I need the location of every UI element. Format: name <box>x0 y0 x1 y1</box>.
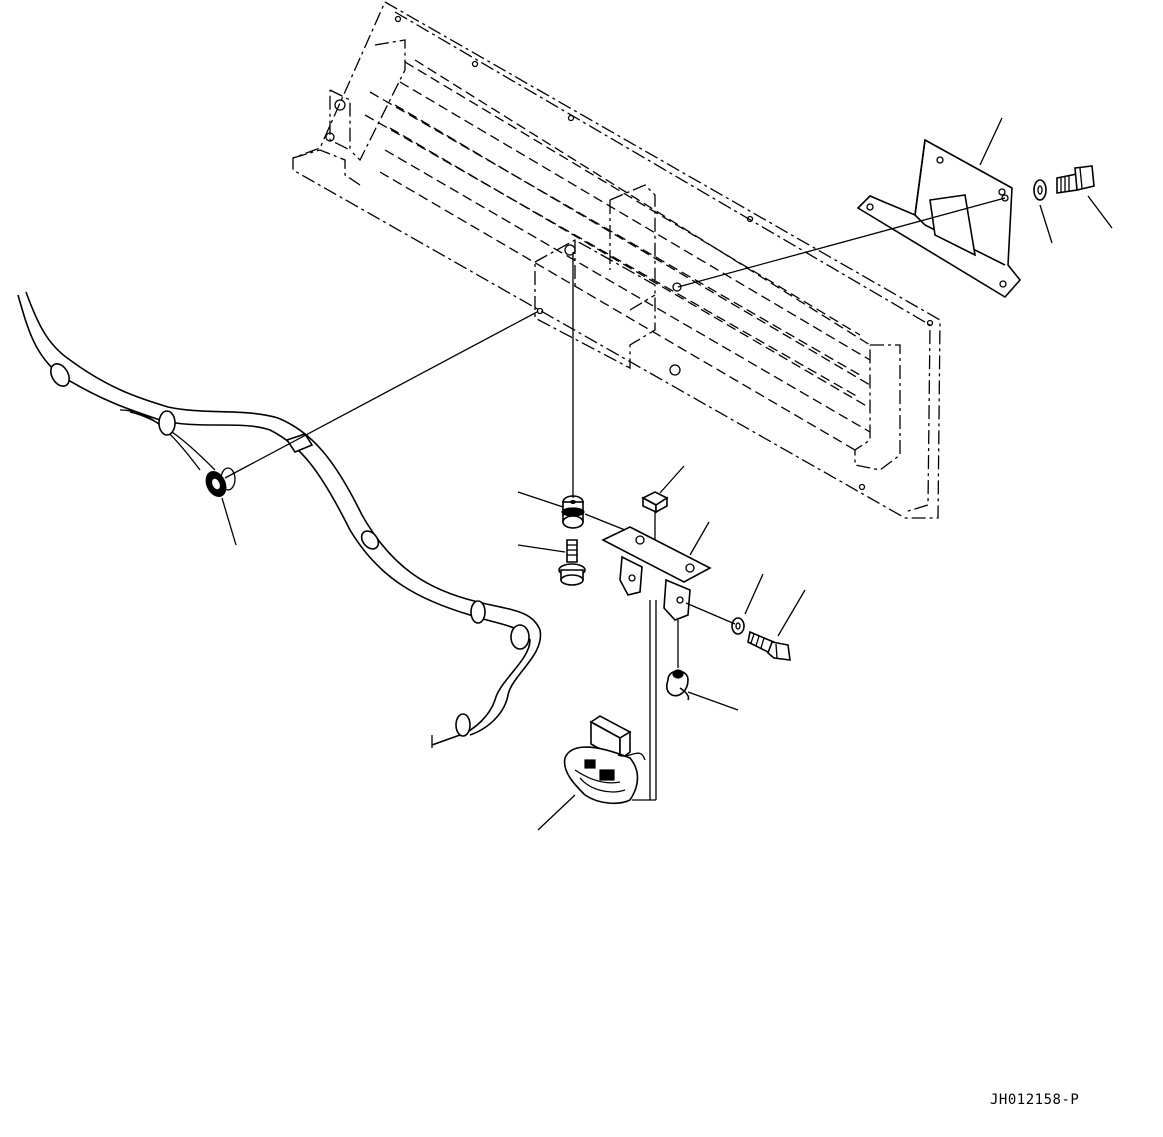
wiring-harness-icon <box>17 291 542 748</box>
radiator-grille-panel-icon <box>292 1 941 519</box>
rubber-mount-icon <box>561 495 585 529</box>
bolt-2-icon <box>747 630 791 661</box>
clip-icon <box>666 669 690 701</box>
assembly-lines <box>224 197 1006 801</box>
grommet-icon <box>205 467 236 497</box>
washer-icon <box>1033 179 1047 201</box>
sensor-bracket-icon <box>601 526 712 621</box>
sensor-connector-icon <box>563 715 646 805</box>
cushion-pad-icon <box>641 491 669 514</box>
washer-2-icon <box>731 617 745 635</box>
leader-lines <box>221 117 1113 831</box>
bolt-icon <box>1056 165 1095 194</box>
drawing-code: JH012158-P <box>990 1092 1080 1108</box>
mounting-bracket-icon <box>856 138 1022 299</box>
flange-bolt-icon <box>558 539 586 586</box>
